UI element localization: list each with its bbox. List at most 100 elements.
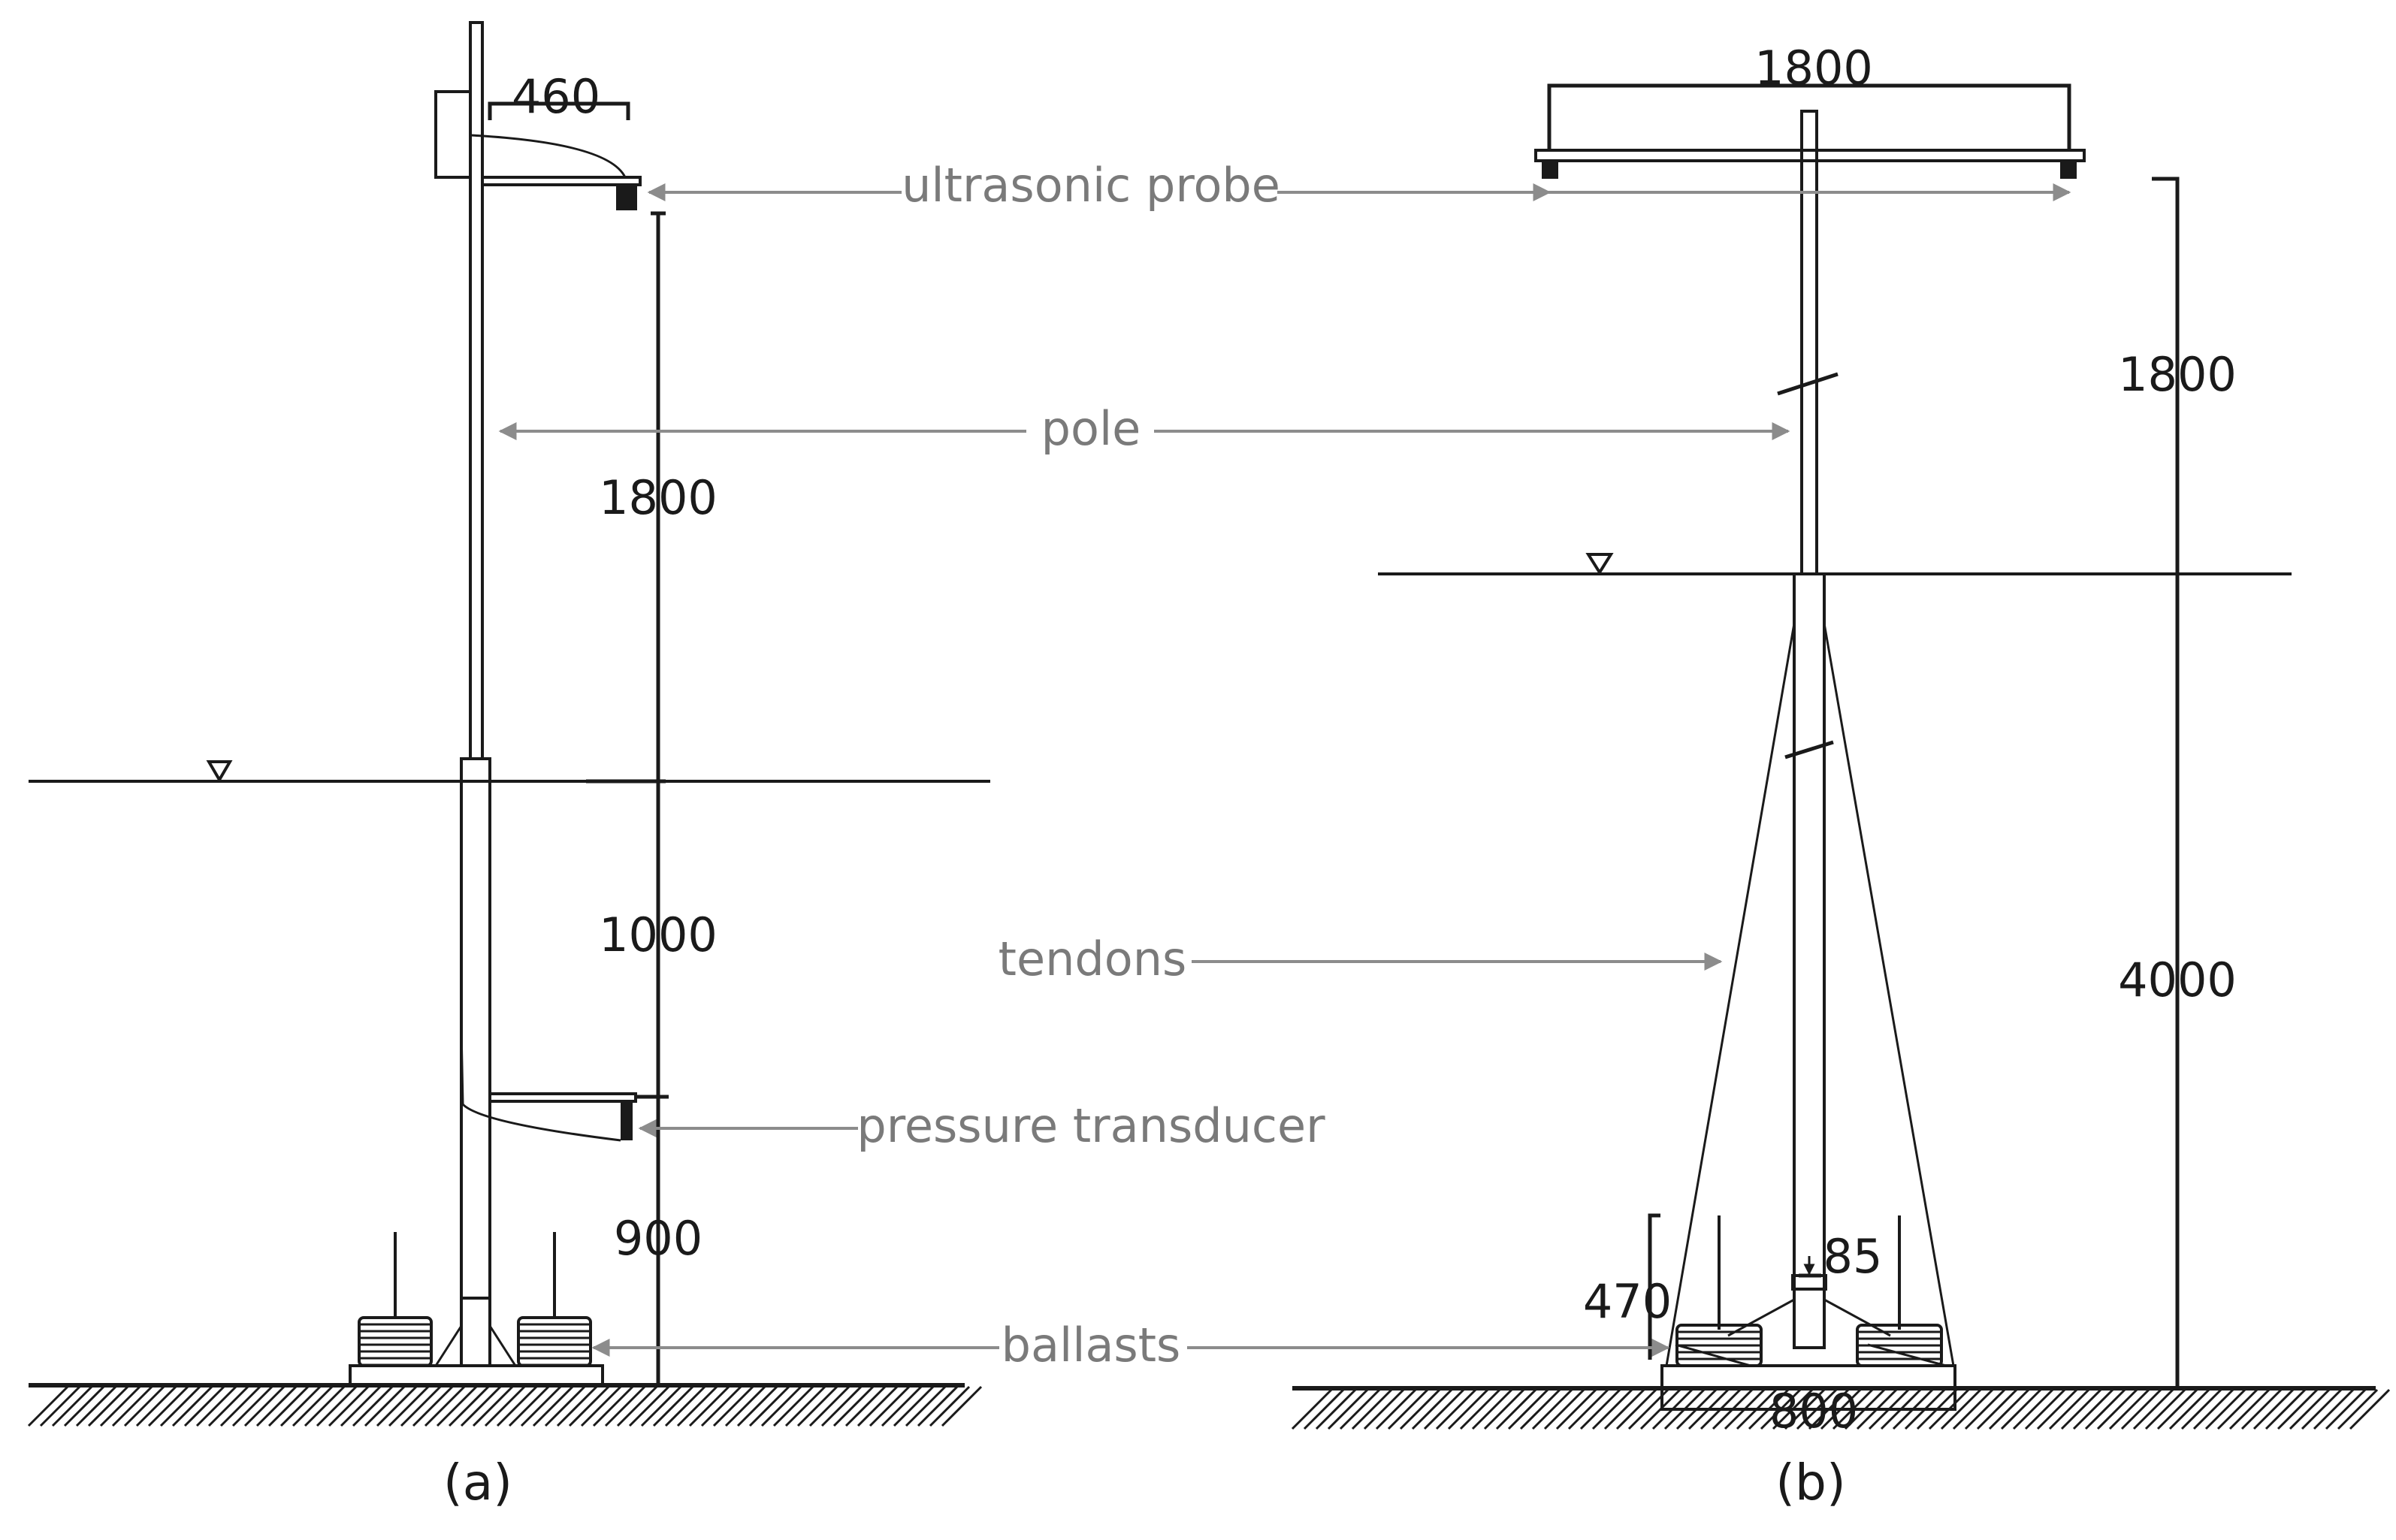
ground-hatch-line xyxy=(2301,1388,2343,1430)
ground-hatch-line xyxy=(2313,1388,2355,1430)
ground-hatch-line xyxy=(1363,1388,1405,1430)
water-level-symbol-b xyxy=(1585,553,1614,575)
ground-hatch-line xyxy=(1519,1388,1561,1430)
ground-hatch-line xyxy=(111,1385,153,1427)
ground-hatch-line xyxy=(760,1385,802,1427)
ground-hatch-line xyxy=(844,1385,887,1427)
ground-hatch-line xyxy=(2024,1388,2066,1430)
ground-hatch-line xyxy=(1615,1388,1657,1430)
ground-hatch-line xyxy=(2156,1388,2198,1430)
ground-hatch-line xyxy=(2036,1388,2078,1430)
ground-hatch-line xyxy=(147,1385,189,1427)
probe-beam-b xyxy=(1534,149,2086,179)
ground-hatch-line xyxy=(1531,1388,1573,1430)
ground-hatch-line xyxy=(1591,1388,1633,1430)
ground-hatch-line xyxy=(1459,1388,1501,1430)
label-tendons: tendons xyxy=(999,932,1187,986)
ground-hatch-line xyxy=(207,1385,249,1427)
ground-hatch-line xyxy=(2048,1388,2090,1430)
ground-hatch-line xyxy=(328,1385,370,1427)
ground-hatch-line xyxy=(808,1385,851,1427)
ground-hatch-line xyxy=(1940,1388,1982,1430)
ground-hatch-line xyxy=(1375,1388,1417,1430)
ballasts-a xyxy=(349,1232,604,1387)
ground-hatch-line xyxy=(2228,1388,2271,1430)
ground-hatch-line xyxy=(2192,1388,2234,1430)
pressure-transducer-a xyxy=(621,1101,633,1140)
ground-hatch-line xyxy=(628,1385,670,1427)
dim-base-height-b: 470 xyxy=(1583,1274,1672,1329)
ground-hatch-line xyxy=(1339,1388,1381,1430)
ground-hatch-line xyxy=(832,1385,875,1427)
ground-hatch-line xyxy=(688,1385,730,1427)
ground-hatch-line xyxy=(2072,1388,2114,1430)
label-ballasts: ballasts xyxy=(1002,1318,1181,1372)
ground-hatch-line xyxy=(27,1385,69,1427)
ground-hatch-line xyxy=(376,1385,418,1427)
ground-hatch-line xyxy=(676,1385,718,1427)
ground-hatch-line xyxy=(2277,1388,2319,1430)
ground-hatch-line xyxy=(929,1385,971,1427)
water-level-b xyxy=(1378,553,2292,575)
ground-hatch-line xyxy=(616,1385,658,1427)
ground-hatch-line xyxy=(340,1385,382,1427)
dim-total-b: 4000 xyxy=(2118,953,2237,1007)
ground-hatch-line xyxy=(2204,1388,2246,1430)
ground-hatch-line xyxy=(1976,1388,2018,1430)
ground-hatch-line xyxy=(772,1385,814,1427)
ground-hatch-line xyxy=(556,1385,598,1427)
ground-hatch-line xyxy=(2240,1388,2283,1430)
pole-b xyxy=(1727,110,1891,1349)
ground-hatch-line xyxy=(279,1385,322,1427)
ground-hatch-line xyxy=(1579,1388,1621,1430)
ground-hatch-line xyxy=(388,1385,430,1427)
ground-b xyxy=(1291,1386,2391,1430)
ground-hatch-line xyxy=(75,1385,117,1427)
ground-hatch-line xyxy=(917,1385,959,1427)
ground-hatch-line xyxy=(893,1385,935,1427)
ground-hatch-line xyxy=(1315,1388,1357,1430)
ground-hatch-line xyxy=(1435,1388,1477,1430)
ground-hatch-line xyxy=(857,1385,899,1427)
ground-hatch-line xyxy=(568,1385,610,1427)
ground-hatch-line xyxy=(712,1385,754,1427)
ground-hatch-line xyxy=(2120,1388,2162,1430)
ground-hatch-line xyxy=(1411,1388,1453,1430)
ground-hatch-line xyxy=(352,1385,394,1427)
ballasts-b xyxy=(1660,1215,1956,1411)
ground-hatch-line xyxy=(219,1385,261,1427)
ground-hatch-line xyxy=(2216,1388,2259,1430)
ground-hatch-line xyxy=(532,1385,574,1427)
ground-hatch-line xyxy=(748,1385,790,1427)
ultrasonic-probe-mount-a xyxy=(434,90,642,210)
ground-hatch-line xyxy=(1495,1388,1537,1430)
tendons-b xyxy=(1665,623,1955,1366)
ground-hatch-line xyxy=(2060,1388,2102,1430)
ground-hatch-line xyxy=(592,1385,634,1427)
pressure-transducer-mount-a xyxy=(460,1028,637,1142)
ground-hatch-line xyxy=(700,1385,742,1427)
ultrasonic-probe-a xyxy=(616,185,637,210)
ground-hatch-line xyxy=(1471,1388,1513,1430)
label-pressure-transducer: pressure transducer xyxy=(857,1098,1325,1153)
ground-hatch-line xyxy=(796,1385,838,1427)
panel-b: 1800 1800 4000 470 85 800 (b) xyxy=(1291,41,2391,1511)
water-level-symbol-a xyxy=(206,760,233,783)
ground-hatch-line xyxy=(2108,1388,2150,1430)
ground-hatch-line xyxy=(2084,1388,2126,1430)
ground-hatch-line xyxy=(123,1385,165,1427)
ground-hatch-line xyxy=(99,1385,141,1427)
ground-hatch-line xyxy=(2289,1388,2331,1430)
ground-a xyxy=(27,1383,983,1427)
ground-hatch-line xyxy=(2012,1388,2054,1430)
ground-hatch-line xyxy=(2132,1388,2174,1430)
ground-hatch-line xyxy=(255,1385,298,1427)
ground-hatch-line xyxy=(436,1385,478,1427)
ground-hatch-line xyxy=(1303,1388,1345,1430)
ground-hatch-line xyxy=(2168,1388,2210,1430)
ground-hatch-line xyxy=(652,1385,694,1427)
ground-hatch-line xyxy=(520,1385,562,1427)
label-ultrasonic-probe: ultrasonic probe xyxy=(902,158,1280,213)
ground-hatch-line xyxy=(412,1385,454,1427)
ground-hatch-line xyxy=(784,1385,826,1427)
